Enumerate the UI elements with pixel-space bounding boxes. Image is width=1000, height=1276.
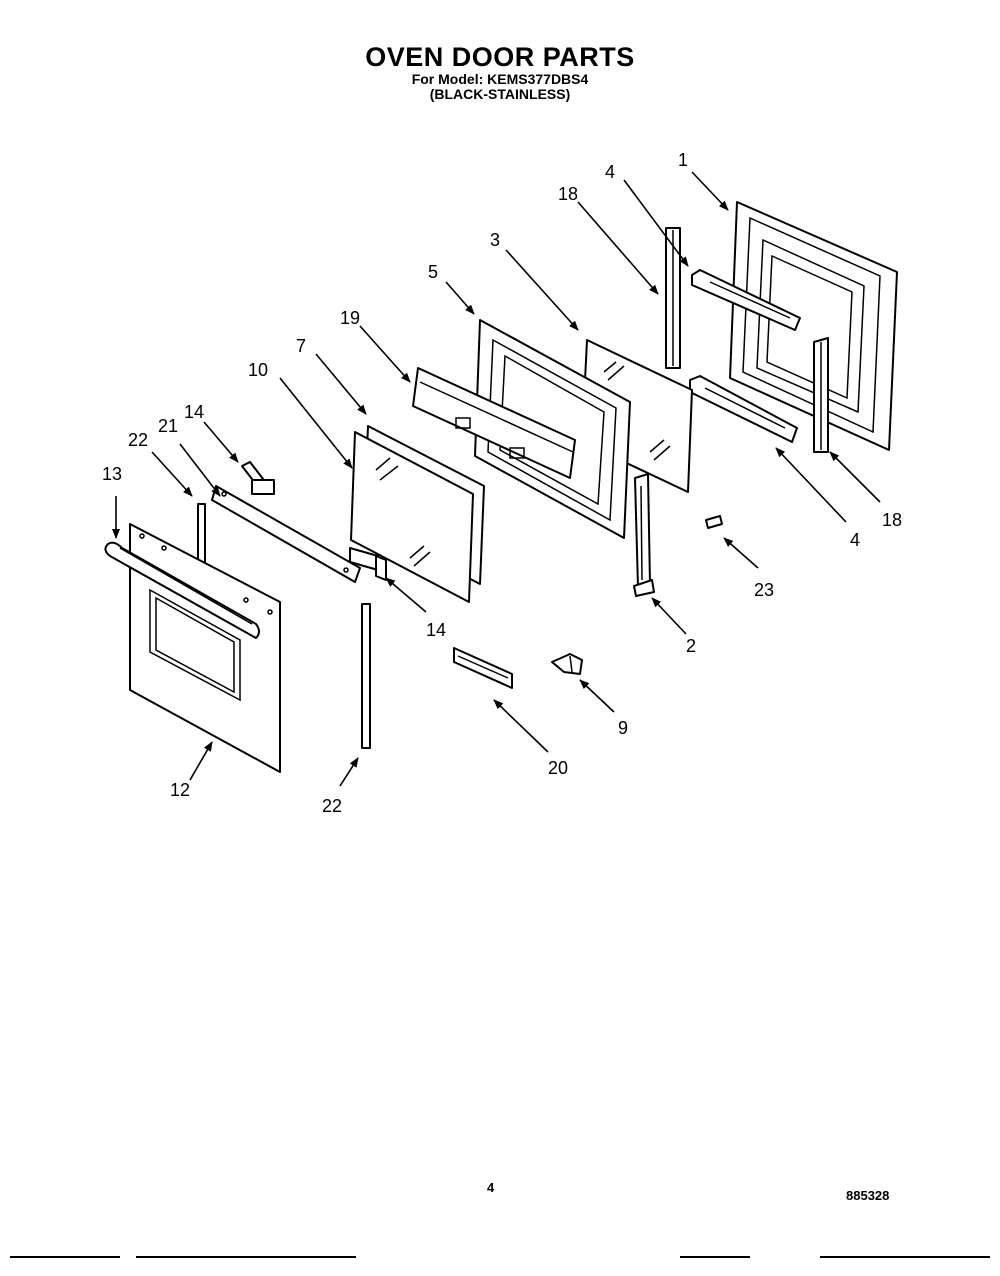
- bottom-rule-3: [680, 1256, 750, 1258]
- callout-22: 22: [128, 430, 148, 450]
- callout-7: 7: [296, 336, 306, 356]
- callout-10: 10: [248, 360, 268, 380]
- callout-3: 3: [490, 230, 500, 250]
- page-title: OVEN DOOR PARTS: [365, 42, 635, 72]
- callout-labels: 1 4 18 3 5 19 7 10 14 21 22 13 18 4 23 2…: [102, 150, 902, 816]
- part-18-side-strip-right: [813, 337, 829, 453]
- callout-5: 5: [428, 262, 438, 282]
- part-1-door-frame: [729, 201, 898, 451]
- callout-22: 22: [322, 796, 342, 816]
- callout-9: 9: [618, 718, 628, 738]
- callout-4: 4: [850, 530, 860, 550]
- document-number: 885328: [846, 1188, 890, 1203]
- part-18-side-strip-left: [665, 227, 681, 369]
- part-9-latch: [551, 653, 583, 675]
- model-line: For Model: KEMS377DBS4: [411, 71, 589, 87]
- part-19-baffle: [412, 367, 576, 479]
- part-14-bracket-upper: [241, 461, 275, 495]
- part-22-strip-lower: [361, 603, 371, 749]
- page-number: 4: [487, 1180, 495, 1195]
- part-20-vent: [453, 647, 513, 689]
- bottom-rule-4: [820, 1256, 990, 1258]
- callout-1: 1: [678, 150, 688, 170]
- part-23-clip: [705, 515, 723, 529]
- callout-12: 12: [170, 780, 190, 800]
- diagram-header: OVEN DOOR PARTS For Model: KEMS377DBS4 (…: [0, 42, 1000, 102]
- variant-line: (BLACK-STAINLESS): [429, 86, 571, 102]
- callout-2: 2: [686, 636, 696, 656]
- part-10-glass-pane: [350, 431, 474, 603]
- part-4-bracket-upper: [691, 269, 801, 331]
- part-22-strip-upper: [197, 503, 206, 563]
- callout-18: 18: [882, 510, 902, 530]
- callout-23: 23: [754, 580, 774, 600]
- callout-4: 4: [605, 162, 615, 182]
- part-14-bracket-lower: [349, 547, 387, 581]
- part-21-trim-strip: [211, 485, 361, 583]
- bottom-rule-2: [136, 1256, 356, 1258]
- callout-13: 13: [102, 464, 122, 484]
- callout-19: 19: [340, 308, 360, 328]
- callout-21: 21: [158, 416, 178, 436]
- part-13-door-handle: [104, 541, 260, 639]
- callout-18: 18: [558, 184, 578, 204]
- leader-lines: [112, 171, 881, 787]
- callout-14: 14: [426, 620, 446, 640]
- part-2-hinge: [633, 473, 655, 597]
- callout-20: 20: [548, 758, 568, 778]
- bottom-rule-1: [10, 1256, 120, 1258]
- callout-14: 14: [184, 402, 204, 422]
